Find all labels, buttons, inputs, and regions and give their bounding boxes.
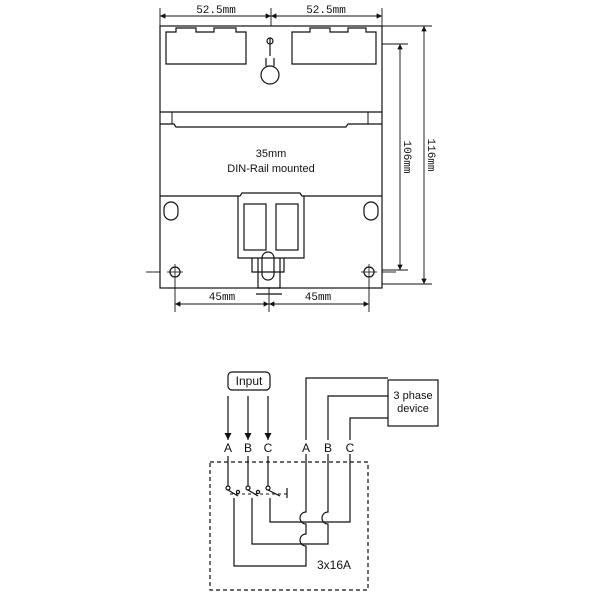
switch-enclosure	[209, 461, 369, 591]
rail-bottom-edge	[160, 192, 382, 197]
output-phase-b: B	[324, 441, 332, 455]
right-terminal-block	[291, 27, 377, 65]
dim-top-left: 52.5mm	[196, 5, 236, 17]
rail-size-label: 35mm	[256, 148, 287, 160]
input-label-box	[227, 371, 271, 391]
dim-outer-height: 116mm	[424, 138, 436, 171]
device-label-line2: device	[397, 403, 429, 415]
rail-top-edge	[160, 123, 382, 128]
input-phase-b: B	[244, 441, 252, 455]
input-phase-c: C	[264, 441, 273, 455]
left-lower-slot	[163, 201, 179, 221]
switch-contacts	[225, 456, 290, 498]
right-lower-slot	[363, 201, 379, 221]
output-phase-a: A	[302, 441, 310, 455]
dim-bottom-left: 45mm	[209, 292, 236, 304]
dimension-lines	[146, 8, 432, 312]
rail-mount-label: DIN-Rail mounted	[227, 163, 314, 175]
output-phase-c: C	[346, 441, 355, 455]
keyhole-icon	[260, 37, 280, 85]
dim-top-right: 52.5mm	[306, 5, 346, 17]
right-mounting-hole-icon	[361, 264, 377, 280]
input-label: Input	[236, 374, 263, 388]
rating-label: 3x16A	[317, 558, 351, 572]
dim-bottom-right: 45mm	[305, 292, 332, 304]
wiring-diagram	[209, 371, 439, 591]
three-phase-device-box	[387, 379, 439, 427]
input-phase-a: A	[224, 441, 232, 455]
left-mounting-hole-icon	[167, 264, 183, 280]
din-rail-latch	[237, 196, 305, 295]
left-terminal-block	[165, 27, 247, 65]
dim-inner-height: 106mm	[400, 140, 412, 173]
mechanical-drawing	[159, 25, 383, 295]
device-label-line1: 3 phase	[393, 390, 432, 402]
